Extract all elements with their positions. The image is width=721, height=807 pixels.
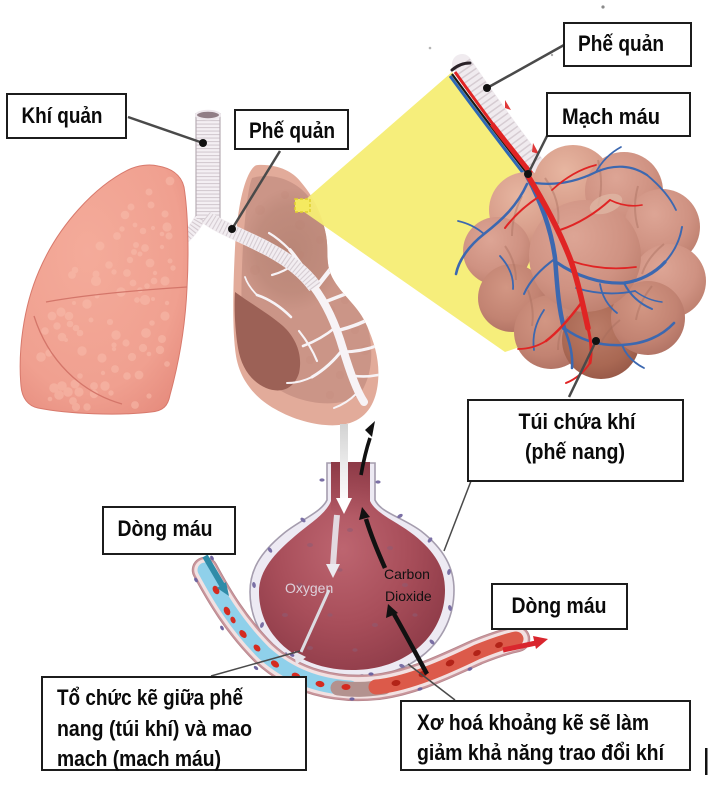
svg-text:(phế nang): (phế nang) <box>525 439 625 464</box>
svg-text:Mạch máu: Mạch máu <box>562 104 660 129</box>
svg-text:Tổ chức kẽ giữa phế: Tổ chức kẽ giữa phế <box>57 685 244 710</box>
svg-text:mach (mach máu): mach (mach máu) <box>57 746 221 771</box>
svg-text:Dòng máu: Dòng máu <box>512 593 607 618</box>
svg-text:Carbon: Carbon <box>384 566 430 582</box>
svg-text:Khí quản: Khí quản <box>22 103 103 128</box>
svg-text:nang (túi khí) và mao: nang (túi khí) và mao <box>57 716 252 741</box>
svg-text:Xơ hoá khoảng kẽ sẽ làm: Xơ hoá khoảng kẽ sẽ làm <box>417 710 649 735</box>
svg-text:Oxygen: Oxygen <box>285 580 333 596</box>
svg-text:Dioxide: Dioxide <box>385 588 432 604</box>
svg-text:Phế quản: Phế quản <box>249 118 335 143</box>
svg-text:Dòng máu: Dòng máu <box>118 516 213 541</box>
svg-text:Túi chứa khí: Túi chứa khí <box>519 409 637 434</box>
svg-text:Phế quản: Phế quản <box>578 31 664 56</box>
svg-text:giảm khả năng trao đổi khí: giảm khả năng trao đổi khí <box>417 740 665 765</box>
